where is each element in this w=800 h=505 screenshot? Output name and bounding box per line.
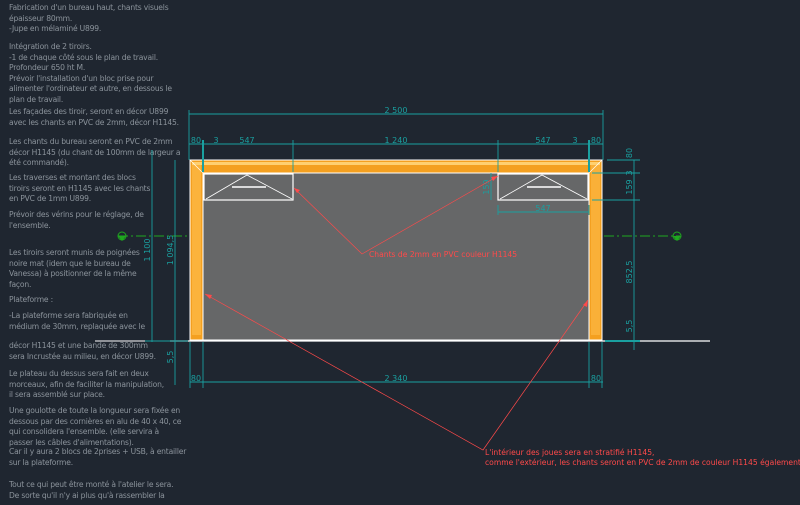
leader-lines [204, 175, 589, 451]
dim-right-gap: 3 [572, 136, 577, 145]
dim-inner-width: 2 340 [385, 374, 408, 383]
note-line: décor H1145 et une bande de 300mm [9, 341, 148, 350]
note-line: sur la plateforme. [9, 457, 73, 467]
note-line: l'ensemble. [9, 220, 51, 230]
note-line: épaisseur 80mm. [9, 13, 73, 23]
note-line: alimenter l'ordinateur et autre, en dess… [9, 84, 172, 94]
note-line: -La plateforme sera fabriquée en [9, 311, 128, 320]
dim-drawer-height-right: 159 [625, 179, 634, 194]
drawer-right[interactable] [497, 173, 589, 201]
dim-right-mid: 852,5 [625, 261, 634, 284]
note-line: dessous par des cornières en alu de 40 x… [9, 416, 182, 426]
note-line: Les façades des tiroir, seront en décor … [9, 107, 169, 116]
dim-height-inner: 1 094,5 [166, 235, 175, 266]
dim-right-top: 80 [625, 148, 634, 158]
dim-bottom-left: 80 [191, 374, 201, 383]
note-line: sera Incrustée au milieu, en décor U899. [9, 351, 156, 361]
note-line: Vanessa) à positionner de la même [9, 269, 137, 279]
note-line: De sorte qu'il n'y ai plus qu'à rassembl… [9, 490, 165, 500]
note-line: avec les chants en PVC de 2mm, décor H11… [9, 117, 179, 127]
dim-drawer-width-below: 547 [535, 204, 550, 213]
dim-drawer-height-inner: 159 [482, 179, 491, 194]
note-line: Une goulotte de toute la longueur sera f… [9, 406, 181, 415]
note-line: Les chants du bureau seront en PVC de 2m… [9, 137, 173, 146]
dim-middle: 1 240 [385, 136, 408, 145]
note-paragraph: Tout ce qui peut être monté à l'atelier … [9, 480, 174, 501]
note-line: médium de 30mm, replaquée avec le [9, 321, 146, 331]
dim-right-drawer: 547 [535, 136, 550, 145]
note-line: Fabrication d'un bureau haut, chants vis… [9, 3, 169, 12]
dim-bottom-offset-left: 5,5 [166, 351, 175, 364]
annotation-joues-line2: comme l'extérieur, les chants seront en … [485, 458, 800, 467]
note-paragraph: Car il y aura 2 blocs de 2prises + USB, … [9, 447, 186, 468]
note-paragraph: Une goulotte de toute la longueur sera f… [9, 406, 181, 448]
note-line: Prévoir l'installation d'un bloc prise p… [9, 73, 154, 83]
note-line: noire mat (idem que le bureau de [9, 258, 131, 268]
dim-left-leg: 80 [191, 136, 201, 145]
note-line: Le plateau du dessus sera fait en deux [9, 369, 149, 378]
note-paragraph: Les chants du bureau seront en PVC de 2m… [9, 137, 181, 169]
note-paragraph: Les façades des tiroir, seront en décor … [9, 107, 179, 128]
note-line: qui consolidera l'ensemble. (elle servir… [9, 427, 159, 437]
annotation-joues-line1: L'intérieur des joues sera en stratifié … [485, 448, 654, 457]
dimension-lines [145, 110, 640, 388]
axis-marker-left-icon [117, 231, 127, 241]
note-paragraph: Intégration de 2 tiroirs.-1 de chaque cô… [9, 42, 172, 106]
note-line: Intégration de 2 tiroirs. [9, 42, 92, 51]
dim-overall-width: 2 500 [385, 106, 408, 115]
note-line: Tout ce qui peut être monté à l'atelier … [9, 480, 174, 489]
note-paragraph: décor H1145 et une bande de 300mm sera I… [9, 341, 156, 362]
note-line: il sera assemblé sur place. [9, 390, 105, 400]
note-line: tiroirs seront en H1145 avec les chants [9, 183, 151, 193]
note-line: -Jupe en mélaminé U899. [9, 24, 102, 34]
note-line: Car il y aura 2 blocs de 2prises + USB, … [9, 447, 187, 456]
dim-left-drawer: 547 [239, 136, 254, 145]
drawer-left[interactable] [203, 173, 294, 201]
note-line: Les tiroirs seront munis de poignées [9, 248, 140, 257]
inner-panel [202, 172, 590, 341]
note-line: en PVC de 1mm U899. [9, 194, 92, 204]
dim-height-total: 1 100 [143, 239, 152, 262]
note-line: morceaux, afin de faciliter la manipulat… [9, 379, 164, 389]
dim-right-bottom: 5,5 [625, 320, 634, 333]
annotation-chants: Chants de 2mm en PVC couleur H1145 [369, 250, 517, 259]
dim-left-gap: 3 [213, 136, 218, 145]
note-line: Prévoir des vérins pour le réglage, de [9, 210, 144, 219]
note-line: passer les câbles d'alimentations). [9, 437, 134, 447]
note-paragraph: Fabrication d'un bureau haut, chants vis… [9, 3, 169, 35]
axis-marker-right-icon [672, 231, 682, 241]
note-line: Plateforme : [9, 295, 53, 304]
note-line: décor H1145 (du chant de 100mm de largeu… [9, 147, 181, 157]
note-line: Profondeur 650 ht M. [9, 63, 86, 73]
note-line: façon. [9, 279, 32, 289]
note-line: Les traverses et montant des blocs [9, 173, 136, 182]
note-paragraph: Les traverses et montant des blocs tiroi… [9, 173, 150, 205]
note-line: été commandé). [9, 158, 69, 168]
note-paragraph: Plateforme : [9, 295, 53, 306]
note-line: plan de travail. [9, 94, 64, 104]
dim-right-leg: 80 [591, 136, 601, 145]
dim-bottom-right: 80 [591, 374, 601, 383]
dim-right-gap-v: 3 [625, 170, 634, 175]
note-line: -1 de chaque côté sous le plan de travai… [9, 52, 158, 62]
